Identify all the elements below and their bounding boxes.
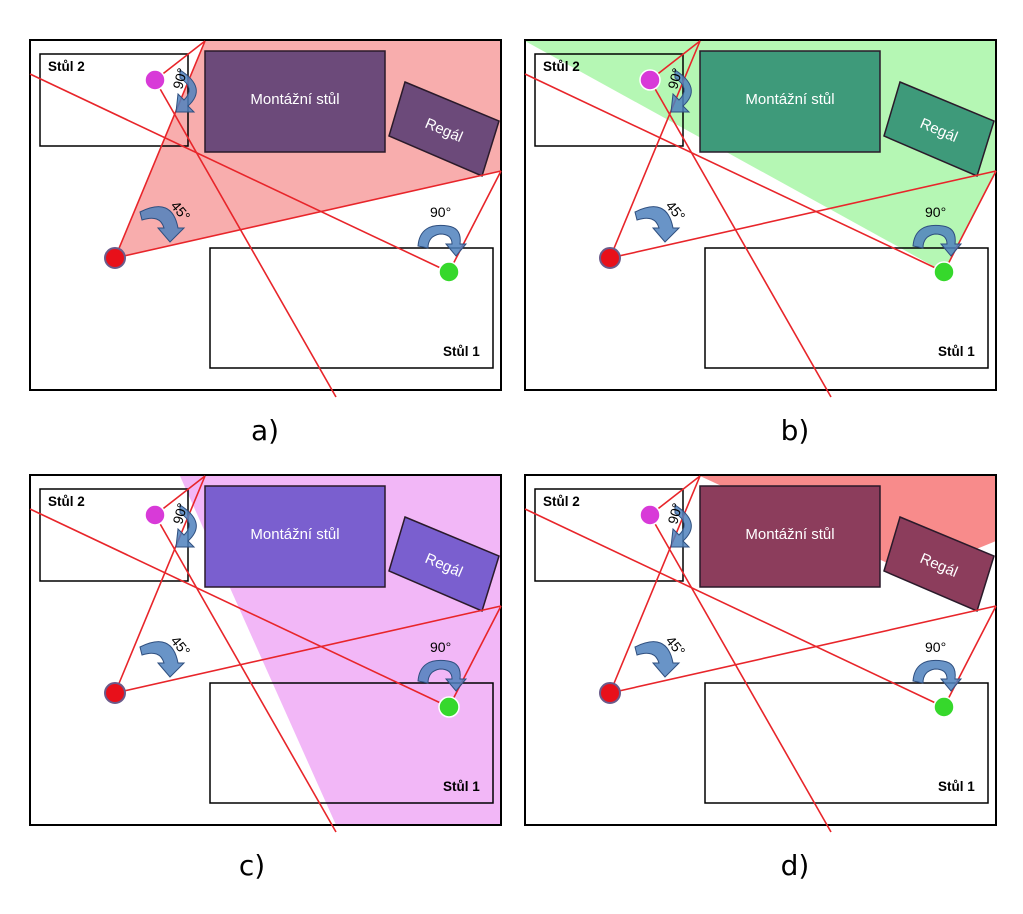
rotation-arrow-icon [139,206,186,243]
table-1-label: Stůl 1 [938,779,975,794]
view-line [114,40,206,259]
table-1-label: Stůl 1 [443,779,480,794]
angle-magenta-label: 90° [664,501,685,526]
view-line [29,73,450,273]
assembly-table-label: Montážní stůl [745,526,834,543]
view-line [609,40,701,259]
panel-caption: c) [239,849,265,882]
table-1 [209,682,494,804]
table-2-label: Stůl 2 [48,59,85,74]
view-line [154,79,337,398]
angle-green-label: 90° [925,639,946,655]
view-line [524,73,945,273]
table-1 [209,247,494,369]
view-line [448,170,502,273]
camera-green-icon [933,261,955,283]
view-line [29,508,450,708]
rotation-arrow-icon [417,659,468,692]
rotation-arrow-icon [175,69,197,113]
rotation-arrow-icon [417,224,468,257]
room-outline [524,474,997,826]
rotation-arrow-icon [139,641,186,678]
camera-magenta-icon [639,504,661,526]
angle-magenta-label: 90° [169,66,190,91]
view-line [114,475,206,694]
view-line [649,79,832,398]
angle-magenta-label: 90° [664,66,685,91]
angle-green-label: 90° [430,639,451,655]
panel-caption: b) [781,414,810,447]
camera-magenta-icon [144,504,166,526]
rotation-arrow-icon [175,504,197,548]
camera-red-icon [599,247,621,269]
view-line [943,170,997,273]
assembly-table [699,485,881,588]
view-line [609,170,997,259]
panel-caption: a) [251,414,279,447]
rotation-arrow-icon [634,641,681,678]
rotation-arrow-icon [670,69,692,113]
view-line [609,605,997,694]
rotation-arrow-icon [670,504,692,548]
camera-green-icon [438,696,460,718]
rotation-arrow-icon [634,206,681,243]
table-2-label: Stůl 2 [543,59,580,74]
camera-red-icon [104,247,126,269]
camera-green-icon [438,261,460,283]
panel-caption: d) [781,849,810,882]
camera-red-icon [599,682,621,704]
table-1-label: Stůl 1 [938,344,975,359]
room-outline [29,474,502,826]
view-line [154,514,337,833]
angle-magenta-label: 90° [169,501,190,526]
camera-red-icon [104,682,126,704]
view-line [943,605,997,708]
assembly-table-label: Montážní stůl [745,91,834,108]
view-line [649,514,832,833]
rotation-arrow-icon [912,224,963,257]
table-2-label: Stůl 2 [48,494,85,509]
room-outline [29,39,502,391]
angle-green-label: 90° [430,204,451,220]
assembly-table-label: Montážní stůl [250,526,339,543]
table-1 [704,247,989,369]
table-1-label: Stůl 1 [443,344,480,359]
angle-green-label: 90° [925,204,946,220]
view-line [524,508,945,708]
rotation-arrow-icon [912,659,963,692]
assembly-table [204,485,386,588]
camera-green-icon [933,696,955,718]
assembly-table-label: Montážní stůl [250,91,339,108]
camera-magenta-icon [639,69,661,91]
camera-magenta-icon [144,69,166,91]
view-line [114,605,502,694]
room-outline [524,39,997,391]
view-line [609,475,701,694]
table-1 [704,682,989,804]
view-line [114,170,502,259]
assembly-table [204,50,386,153]
view-line [448,605,502,708]
table-2-label: Stůl 2 [543,494,580,509]
assembly-table [699,50,881,153]
